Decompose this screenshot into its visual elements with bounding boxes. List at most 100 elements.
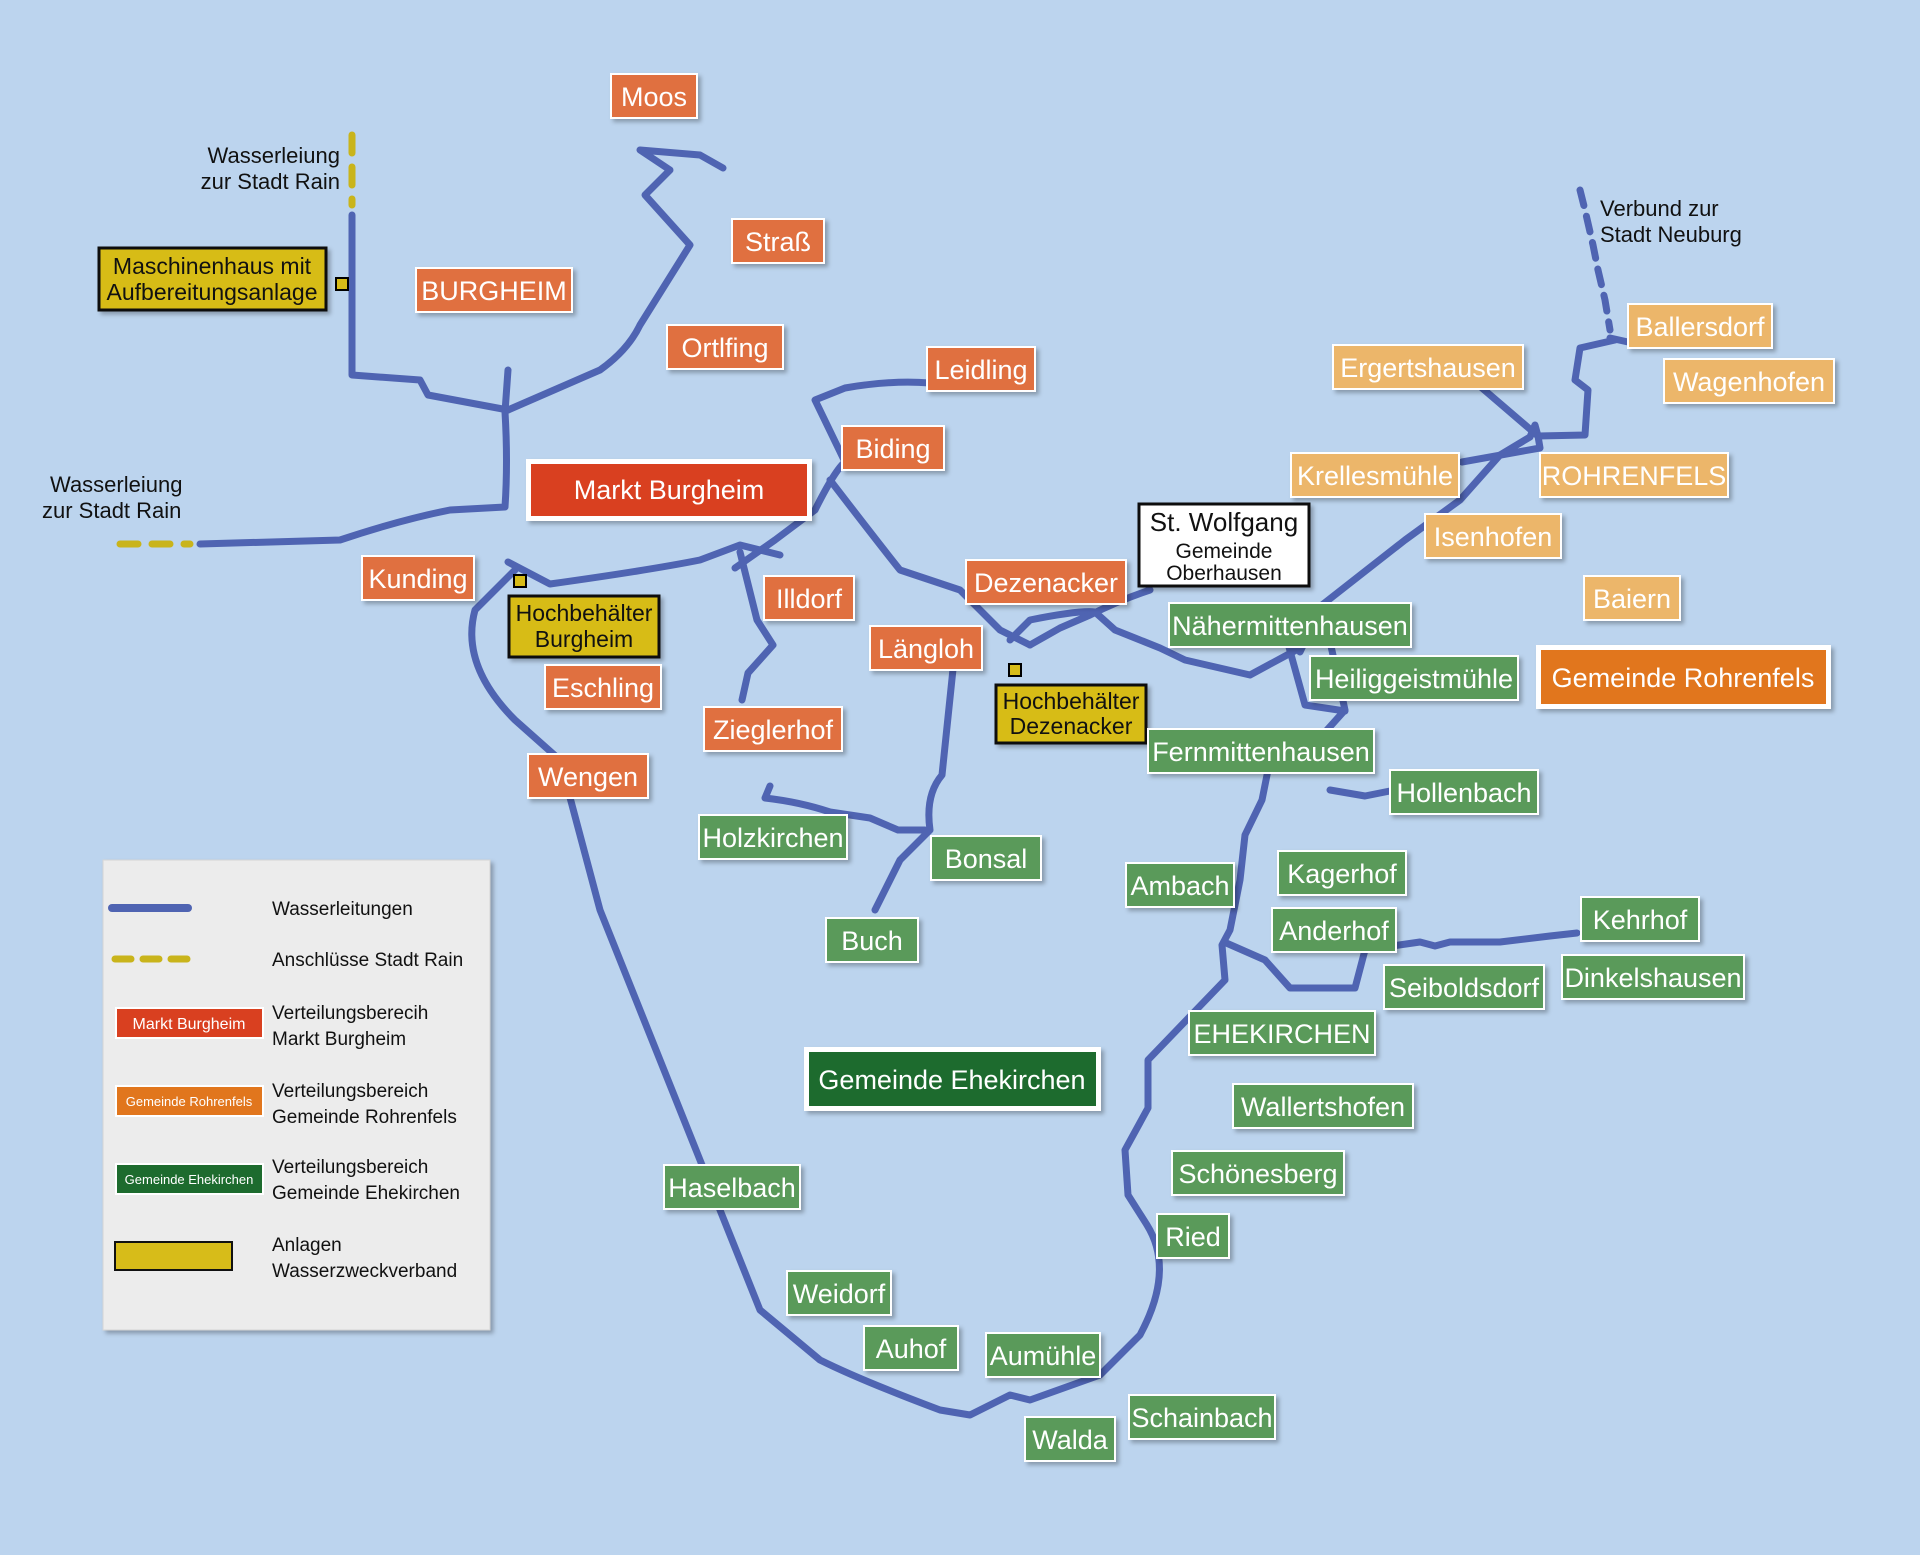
maschinenhaus-line2: Aufbereitungsanlage xyxy=(107,279,318,305)
village-eschling: Eschling xyxy=(544,664,662,710)
pipe-burgheim-east xyxy=(504,541,784,588)
legend-ehekirchen-swatch-text: Gemeinde Ehekirchen xyxy=(125,1172,254,1187)
pipe-maschinenhaus xyxy=(348,211,512,414)
svg-text:Eschling: Eschling xyxy=(552,673,654,703)
village-ehekirchen: EHEKIRCHEN xyxy=(1188,1010,1376,1056)
svg-text:Aumühle: Aumühle xyxy=(990,1341,1097,1371)
svg-text:Wallertshofen: Wallertshofen xyxy=(1241,1092,1405,1122)
svg-text:Straß: Straß xyxy=(745,227,811,257)
st-wolfgang-frame xyxy=(1137,502,1311,588)
legend-ehekirchen-line2: Gemeinde Ehekirchen xyxy=(272,1183,460,1204)
village-holzkirchen: Holzkirchen xyxy=(698,814,848,860)
svg-text:Wengen: Wengen xyxy=(538,762,638,792)
pipe-holzkirchen xyxy=(761,782,929,834)
neuburg-line2: Stadt Neuburg xyxy=(1600,222,1742,247)
rain-north-line2: zur Stadt Rain xyxy=(201,169,340,194)
pipe-west-burgheim xyxy=(196,366,512,548)
legend-anlagen-line2: Wasserzweckverband xyxy=(272,1261,457,1282)
svg-text:ROHRENFELS: ROHRENFELS xyxy=(1542,461,1727,491)
village-laengloh: Längloh xyxy=(869,625,983,671)
svg-text:Hollenbach: Hollenbach xyxy=(1396,778,1531,808)
svg-text:Ballersdorf: Ballersdorf xyxy=(1635,312,1765,342)
svg-text:Auhof: Auhof xyxy=(876,1334,947,1364)
village-bonsal: Bonsal xyxy=(930,835,1042,881)
hochbehaelter-burgheim-marker xyxy=(513,574,527,588)
svg-text:Moos: Moos xyxy=(621,82,687,112)
legend-ehekirchen-swatch xyxy=(115,1163,264,1195)
village-wengen: Wengen xyxy=(527,753,649,799)
pipe-krellesmuehle xyxy=(1458,432,1544,466)
markt-burgheim-label: Markt Burgheim xyxy=(574,475,765,505)
pipe-buch xyxy=(871,646,959,914)
rain-west-line2: zur Stadt Rain xyxy=(42,498,181,523)
village-labels: Moos Straß BURGHEIM Ortlfing Leidling Bi… xyxy=(361,73,1835,1462)
svg-text:Ergertshausen: Ergertshausen xyxy=(1340,353,1516,383)
svg-text:Dinkelshausen: Dinkelshausen xyxy=(1564,963,1741,993)
svg-text:Leidling: Leidling xyxy=(934,355,1027,385)
maschinenhaus-box xyxy=(97,246,328,312)
legend-burgheim-swatch-text: Markt Burgheim xyxy=(133,1016,246,1033)
village-ambach: Ambach xyxy=(1125,862,1235,908)
svg-text:Walda: Walda xyxy=(1032,1425,1109,1455)
village-ergertshausen: Ergertshausen xyxy=(1332,344,1524,390)
svg-text:Nähermittenhausen: Nähermittenhausen xyxy=(1172,611,1408,641)
pipe-illdorf xyxy=(736,548,777,704)
village-leidling: Leidling xyxy=(926,346,1036,392)
svg-text:Wagenhofen: Wagenhofen xyxy=(1673,367,1825,397)
pipe-isenhofen xyxy=(1296,421,1542,656)
village-strass: Straß xyxy=(731,218,825,264)
rain-west-line1: Wasserleiung xyxy=(50,472,182,497)
pipe-ehekirchen-east xyxy=(1220,929,1581,992)
svg-text:Ambach: Ambach xyxy=(1130,871,1229,901)
village-fernmittenhausen: Fernmittenhausen xyxy=(1147,728,1375,774)
hochbehaelter-dezenacker-line1: Hochbehälter xyxy=(1003,688,1140,714)
pipe-moos-line xyxy=(504,146,727,414)
facility-labels: Maschinenhaus mit Aufbereitungsanlage Ho… xyxy=(97,246,1148,745)
svg-text:Seiboldsdorf: Seiboldsdorf xyxy=(1389,973,1540,1003)
village-zieglerhof: Zieglerhof xyxy=(703,706,843,752)
legend: Wasserleitungen Anschlüsse Stadt Rain Ma… xyxy=(102,859,491,1331)
annotations: Wasserleiung zur Stadt Rain Wasserleiung… xyxy=(42,143,1742,523)
hochbehaelter-burgheim-line1: Hochbehälter xyxy=(516,600,653,626)
village-illdorf: Illdorf xyxy=(763,575,855,621)
village-kagerhof: Kagerhof xyxy=(1277,850,1407,896)
svg-text:Haselbach: Haselbach xyxy=(668,1173,796,1203)
village-hollenbach: Hollenbach xyxy=(1389,769,1539,815)
village-wagenhofen: Wagenhofen xyxy=(1663,358,1835,404)
village-walda: Walda xyxy=(1024,1416,1116,1462)
village-haselbach: Haselbach xyxy=(663,1164,801,1210)
village-isenhofen: Isenhofen xyxy=(1424,513,1562,559)
svg-text:Baiern: Baiern xyxy=(1593,584,1671,614)
village-naehermittenhausen: Nähermittenhausen xyxy=(1168,602,1412,648)
village-ortlfing: Ortlfing xyxy=(666,324,784,370)
hochbehaelter-dezenacker-marker xyxy=(1008,663,1022,677)
gemeinde-ehekirchen-label: Gemeinde Ehekirchen xyxy=(818,1065,1085,1095)
pipe-ergertshausen xyxy=(1471,378,1542,440)
svg-text:EHEKIRCHEN: EHEKIRCHEN xyxy=(1193,1019,1370,1049)
village-krellesmuehle: Krellesmühle xyxy=(1290,452,1460,498)
pipe-dezenacker-loop xyxy=(826,476,1034,649)
hochbehaelter-burgheim-box xyxy=(507,594,661,659)
pipe-biding xyxy=(731,378,934,572)
village-baiern: Baiern xyxy=(1583,575,1681,621)
svg-text:Anderhof: Anderhof xyxy=(1279,916,1389,946)
district-labels: Markt Burgheim Gemeinde Rohrenfels Gemei… xyxy=(526,459,1831,1111)
village-kunding: Kunding xyxy=(361,555,475,601)
village-anderhof: Anderhof xyxy=(1271,907,1397,953)
legend-ehekirchen-line1: Verteilungsbereich xyxy=(272,1157,428,1178)
svg-text:Biding: Biding xyxy=(855,434,930,464)
village-seiboldsdorf: Seiboldsdorf xyxy=(1383,964,1545,1010)
gemeinde-rohrenfels-fill xyxy=(1541,650,1826,704)
village-wallertshofen: Wallertshofen xyxy=(1232,1083,1414,1129)
svg-text:Schainbach: Schainbach xyxy=(1131,1403,1272,1433)
rain-connections xyxy=(116,131,356,548)
svg-text:Längloh: Längloh xyxy=(878,634,974,664)
village-auhof: Auhof xyxy=(863,1325,959,1371)
legend-rohrenfels-line2: Gemeinde Rohrenfels xyxy=(272,1107,457,1128)
village-dezenacker: Dezenacker xyxy=(965,559,1127,605)
pipe-network xyxy=(196,146,1632,1419)
pipe-wengen-loop xyxy=(468,566,1349,1419)
svg-text:Schönesberg: Schönesberg xyxy=(1178,1159,1337,1189)
svg-text:Holzkirchen: Holzkirchen xyxy=(702,823,843,853)
